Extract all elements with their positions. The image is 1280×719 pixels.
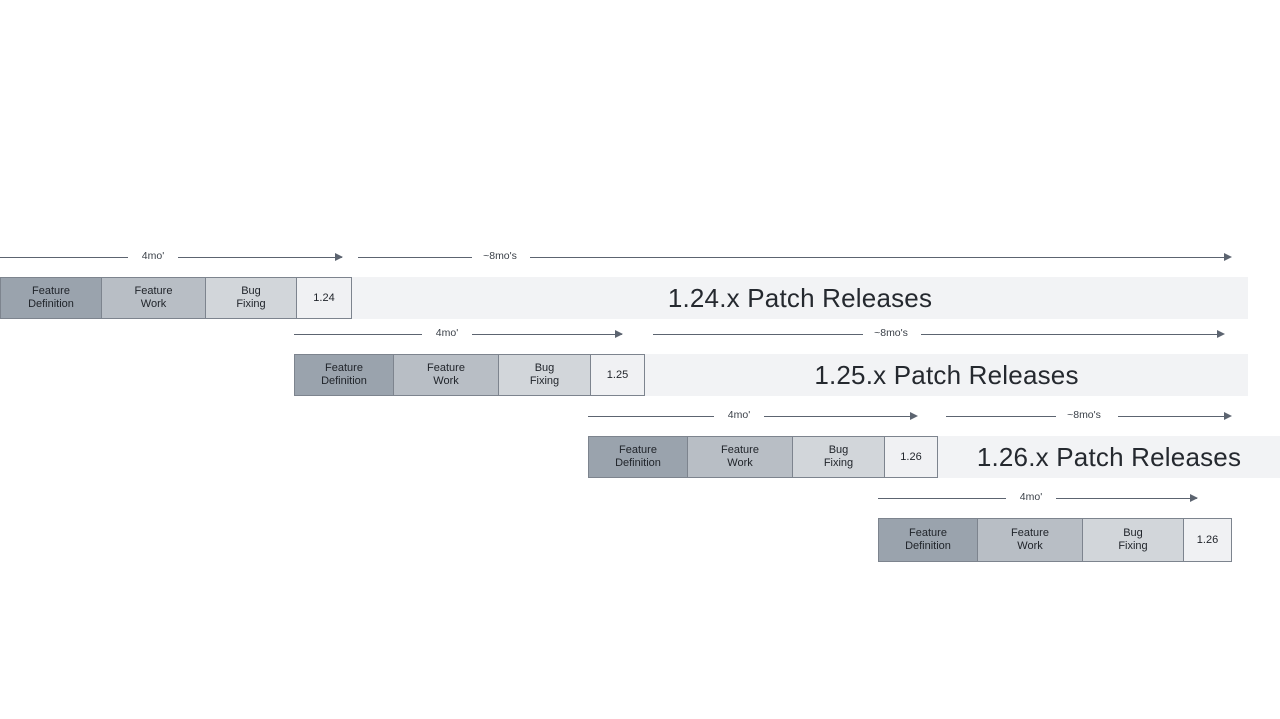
patch-band-label: 1.24.x Patch Releases [667, 282, 933, 313]
measure-arrowhead [910, 412, 918, 420]
measure-arrowhead [1224, 253, 1232, 261]
version-label: 1.26 [900, 450, 922, 463]
phase-label-line2: Definition [321, 375, 367, 387]
phase-box-feature-work[interactable]: Feature Work [102, 277, 206, 319]
phase-label-line1: Bug [1123, 527, 1143, 539]
measure-arrowhead [335, 253, 343, 261]
duration-label-dev: 4mo' [141, 250, 165, 262]
phase-label-line2: Fixing [823, 457, 854, 469]
phase-box-bug-fixing[interactable]: Bug Fixing [793, 436, 885, 478]
version-label: 1.25 [606, 368, 629, 381]
measure-line-left [588, 416, 714, 417]
measure-line-right [530, 257, 1226, 258]
phase-label-line1: Bug [241, 285, 261, 297]
version-label: 1.26 [1196, 533, 1219, 546]
measure-line-left [0, 257, 128, 258]
phase-box-feature-work[interactable]: Feature Work [688, 436, 793, 478]
duration-arrow-dev-1-24: 4mo' [0, 247, 350, 269]
phase-box-bug-fixing[interactable]: Bug Fixing [1083, 518, 1184, 562]
measure-line-left [358, 257, 472, 258]
phase-label-line2: Work [140, 298, 167, 310]
phase-box-version[interactable]: 1.24 [297, 277, 352, 319]
phase-box-version[interactable]: 1.26 [1184, 518, 1232, 562]
phase-label-line2: Fixing [529, 375, 560, 387]
phase-label-line2: Fixing [1118, 540, 1148, 552]
measure-line-right [1056, 498, 1197, 499]
phase-box-bug-fixing[interactable]: Bug Fixing [499, 354, 591, 396]
phase-box-version[interactable]: 1.26 [885, 436, 938, 478]
measure-arrowhead [1190, 494, 1198, 502]
duration-label-dev: 4mo' [727, 409, 751, 421]
duration-label-dev: 4mo' [1019, 491, 1043, 503]
phase-label-line1: Feature [1011, 527, 1049, 539]
patch-band-label: 1.26.x Patch Releases [976, 441, 1242, 472]
phase-label-line2: Definition [905, 540, 951, 552]
patch-band-label: 1.25.x Patch Releases [814, 359, 1079, 390]
phase-label-line1: Bug [534, 362, 555, 374]
measure-line-left [653, 334, 863, 335]
duration-arrow-dev-1-26: 4mo' [588, 406, 938, 428]
measure-line-right [472, 334, 622, 335]
duration-label-patch: ~8mo's [874, 327, 908, 339]
phase-box-feature-work[interactable]: Feature Work [394, 354, 499, 396]
phase-strip-1-26: Feature Definition Feature Work Bug Fixi… [588, 436, 938, 478]
measure-arrowhead [1224, 412, 1232, 420]
patch-band-1-26: 1.26.x Patch Releases [938, 436, 1280, 478]
phase-box-feature-definition[interactable]: Feature Definition [878, 518, 978, 562]
phase-label-line1: Feature [427, 362, 465, 374]
phase-label-line1: Feature [134, 285, 173, 297]
measure-line-left [946, 416, 1056, 417]
phase-label-line2: Work [1017, 540, 1043, 552]
version-label: 1.24 [313, 291, 335, 304]
phase-box-feature-definition[interactable]: Feature Definition [588, 436, 688, 478]
phase-label-line1: Feature [325, 362, 363, 374]
patch-band-1-24: 1.24.x Patch Releases [352, 277, 1248, 319]
phase-label-line1: Feature [619, 444, 657, 456]
phase-box-version[interactable]: 1.25 [591, 354, 645, 396]
measure-line-left [878, 498, 1006, 499]
duration-label-patch: ~8mo's [483, 250, 517, 262]
measure-arrowhead [615, 330, 623, 338]
measure-arrowhead [1217, 330, 1225, 338]
phase-label-line1: Feature [909, 527, 947, 539]
phase-strip-1-25: Feature Definition Feature Work Bug Fixi… [294, 354, 645, 396]
measure-line-right [178, 257, 342, 258]
phase-label-line2: Definition [615, 457, 661, 469]
measure-line-right [764, 416, 916, 417]
duration-arrow-dev-1-25: 4mo' [294, 324, 644, 346]
measure-line-right [921, 334, 1219, 335]
measure-line-left [294, 334, 422, 335]
duration-arrow-patch-1-24: ~8mo's [352, 247, 1242, 269]
measure-line-right [1118, 416, 1226, 417]
phase-strip-1-26-next: Feature Definition Feature Work Bug Fixi… [878, 518, 1232, 562]
duration-label-dev: 4mo' [435, 327, 459, 339]
phase-strip-1-24: Feature Definition Feature Work Bug Fixi… [0, 277, 352, 319]
phase-box-feature-definition[interactable]: Feature Definition [0, 277, 102, 319]
phase-box-feature-definition[interactable]: Feature Definition [294, 354, 394, 396]
duration-arrow-patch-1-26: ~8mo's [938, 406, 1238, 428]
phase-box-feature-work[interactable]: Feature Work [978, 518, 1083, 562]
duration-arrow-dev-1-26-next: 4mo' [878, 488, 1218, 510]
phase-box-bug-fixing[interactable]: Bug Fixing [206, 277, 297, 319]
phase-label-line2: Work [433, 375, 459, 387]
duration-arrow-patch-1-25: ~8mo's [645, 324, 1235, 346]
duration-label-patch: ~8mo's [1067, 409, 1101, 421]
phase-label-line1: Bug [828, 444, 849, 456]
phase-label-line1: Feature [721, 444, 759, 456]
phase-label-line1: Feature [32, 285, 70, 297]
patch-band-1-25: 1.25.x Patch Releases [645, 354, 1248, 396]
phase-label-line2: Work [727, 457, 753, 469]
phase-label-line2: Fixing [236, 298, 266, 310]
phase-label-line2: Definition [28, 298, 74, 310]
